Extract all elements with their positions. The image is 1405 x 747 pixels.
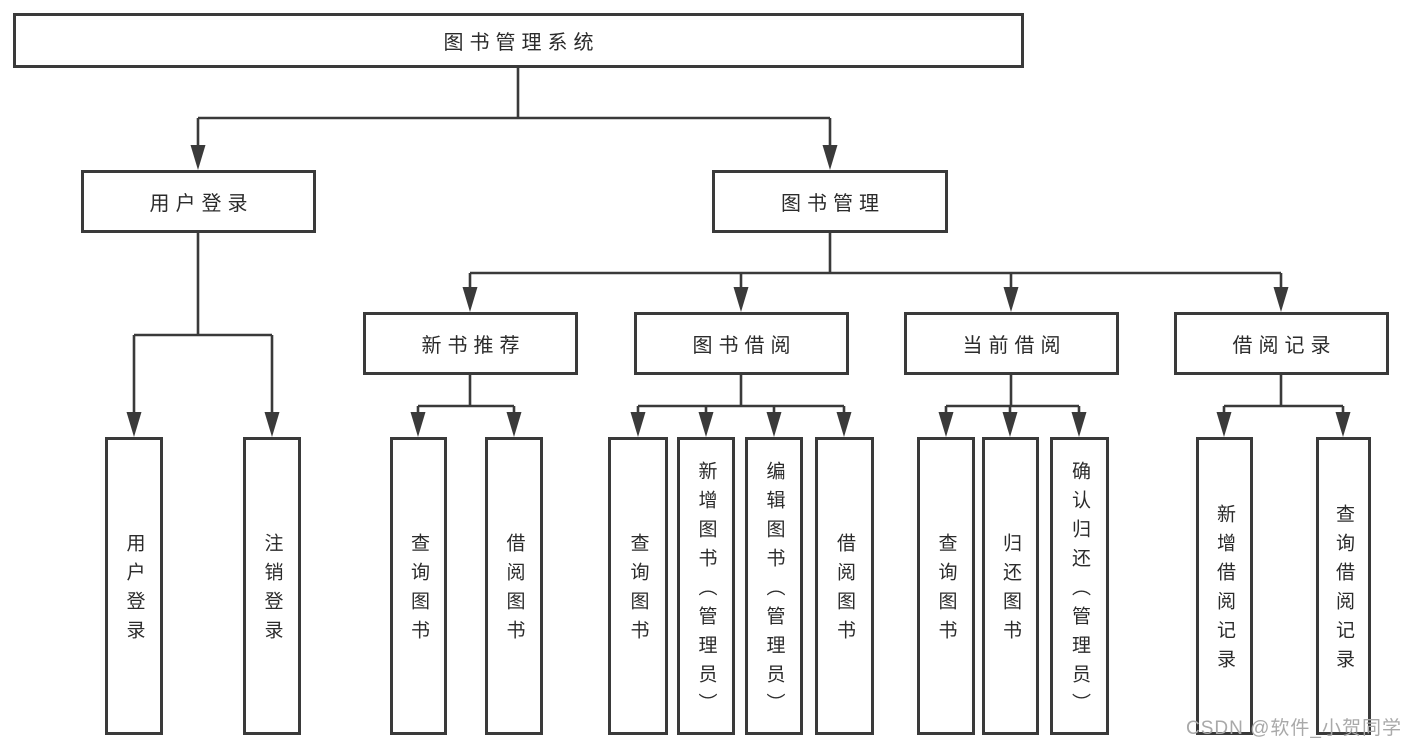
node-current-borrowing: 当前借阅	[904, 312, 1119, 375]
leaf-user-login-label: 用户登录	[123, 533, 145, 649]
leaf-add-book-admin-label: 新增图书（管理员）	[695, 460, 717, 722]
leaf-borrow-books-borrowing-label: 借阅图书	[834, 533, 855, 649]
leaf-confirm-return-admin-label: 确认归还（管理员）	[1069, 460, 1090, 722]
leaf-confirm-return-admin: 确认归还（管理员）	[1050, 437, 1109, 735]
leaf-borrow-books-recommend-label: 借阅图书	[503, 533, 525, 649]
leaf-borrow-books-recommend: 借阅图书	[485, 437, 543, 735]
node-user-login: 用户登录	[81, 170, 316, 233]
leaf-logout: 注销登录	[243, 437, 301, 735]
leaf-add-borrow-record: 新增借阅记录	[1196, 437, 1253, 735]
leaf-add-book-admin: 新增图书（管理员）	[677, 437, 735, 735]
node-user-login-label: 用户登录	[149, 193, 254, 215]
leaf-query-books-recommend-label: 查询图书	[408, 533, 429, 649]
node-borrowing-records: 借阅记录	[1174, 312, 1389, 375]
leaf-query-books-borrowing: 查询图书	[608, 437, 668, 735]
node-new-book-recommend: 新书推荐	[363, 312, 578, 375]
leaf-query-books-borrowing-label: 查询图书	[627, 533, 649, 649]
leaf-edit-book-admin: 编辑图书（管理员）	[745, 437, 803, 735]
node-book-management: 图书管理	[712, 170, 948, 233]
leaf-query-books-recommend: 查询图书	[390, 437, 447, 735]
leaf-query-borrow-record: 查询借阅记录	[1316, 437, 1371, 735]
node-root: 图书管理系统	[13, 13, 1024, 68]
node-new-book-recommend-label: 新书推荐	[421, 335, 526, 357]
leaf-user-login: 用户登录	[105, 437, 163, 735]
leaf-query-books-current: 查询图书	[917, 437, 975, 735]
node-book-borrowing: 图书借阅	[634, 312, 849, 375]
leaf-query-borrow-record-label: 查询借阅记录	[1333, 504, 1354, 678]
node-root-label: 图书管理系统	[443, 32, 600, 54]
leaf-edit-book-admin-label: 编辑图书（管理员）	[763, 460, 785, 722]
leaf-query-books-current-label: 查询图书	[935, 533, 957, 649]
node-book-management-label: 图书管理	[781, 193, 885, 215]
leaf-return-books-label: 归还图书	[1000, 533, 1021, 649]
csdn-watermark: CSDN @软件_小贺同学	[1186, 718, 1402, 739]
node-book-borrowing-label: 图书借阅	[692, 335, 797, 357]
leaf-add-borrow-record-label: 新增借阅记录	[1214, 504, 1235, 678]
leaf-logout-label: 注销登录	[261, 533, 283, 649]
node-current-borrowing-label: 当前借阅	[962, 335, 1067, 357]
leaf-borrow-books-borrowing: 借阅图书	[815, 437, 874, 735]
node-borrowing-records-label: 借阅记录	[1232, 335, 1337, 357]
leaf-return-books: 归还图书	[982, 437, 1039, 735]
